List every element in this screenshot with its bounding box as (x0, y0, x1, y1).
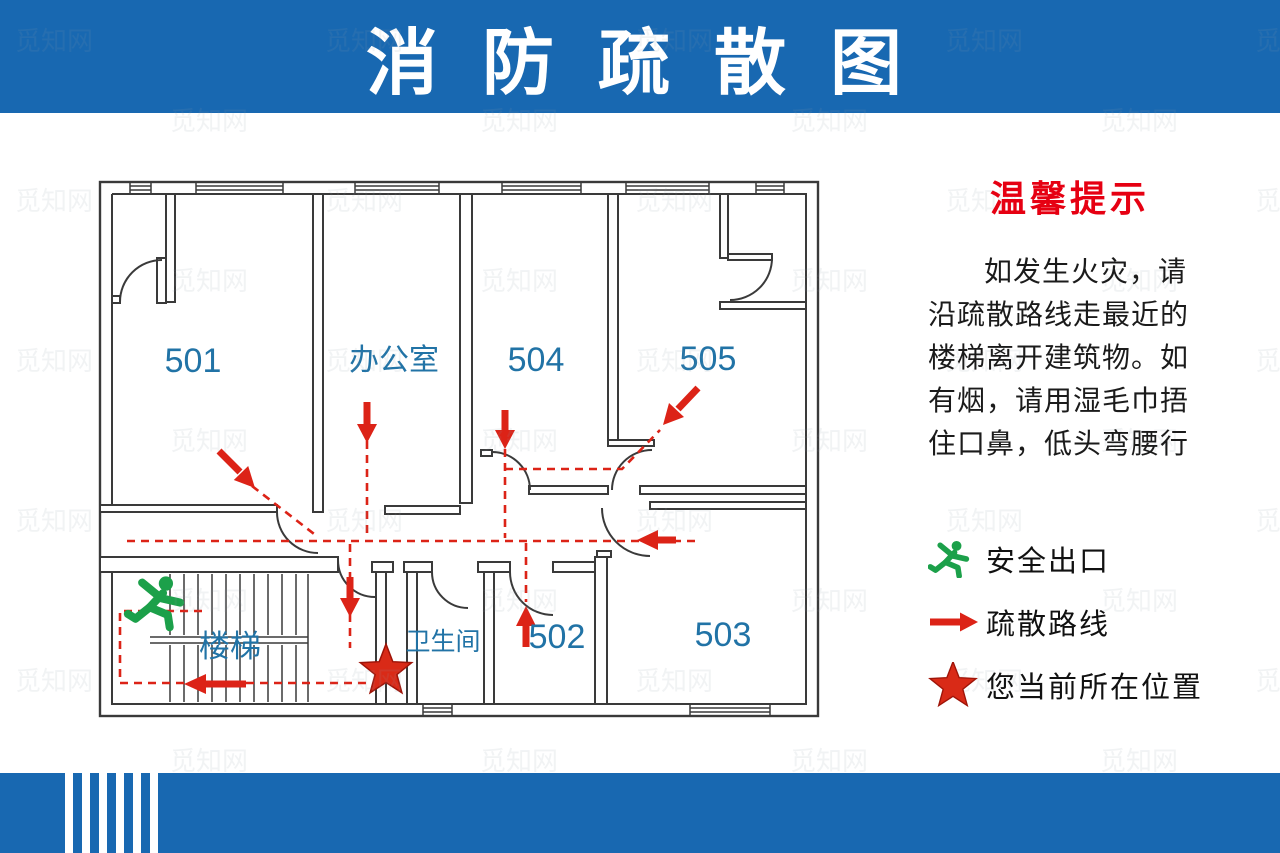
footer-band (0, 773, 1280, 853)
room-label-office: 办公室 (349, 344, 439, 377)
tips-paragraph: 如发生火灾，请 沿疏散路线走最近的 楼梯离开建筑物。如 有烟，请用湿毛巾捂 住口… (928, 250, 1212, 465)
footer-stripe (65, 773, 73, 853)
legend-label: 您当前所在位置 (986, 672, 1204, 704)
tip-line: 楼梯离开建筑物。如 (928, 342, 1190, 373)
tip-line: 沿疏散路线走最近的 (928, 299, 1190, 330)
legend-row-location: 您当前所在位置 (928, 662, 1212, 708)
tip-line: 如发生火灾，请 (984, 256, 1188, 287)
footer-stripe (82, 773, 90, 853)
room-label-502: 502 (529, 618, 586, 656)
tip-line: 住口鼻，低头弯腰行 (928, 428, 1190, 459)
legend-row-route: 疏散路线 (928, 600, 1212, 644)
exit-man-icon (928, 540, 986, 578)
legend-label: 疏散路线 (986, 609, 1111, 641)
room-label-505: 505 (680, 340, 737, 378)
room-label-501: 501 (165, 342, 222, 380)
tips-panel: 温馨提示 如发生火灾，请 沿疏散路线走最近的 楼梯离开建筑物。如 有烟，请用湿毛… (928, 170, 1212, 726)
footer-stripe (99, 773, 107, 853)
legend: 安全出口 疏散路线 您当前所在位置 (928, 537, 1212, 707)
legend-label: 安全出口 (986, 546, 1111, 578)
footer-stripe (133, 773, 141, 853)
exit-man-icon (128, 576, 180, 627)
room-label-restroom: 卫生间 (405, 628, 480, 656)
footer-stripe (116, 773, 124, 853)
route-arrow-icon (928, 611, 986, 633)
tip-line: 有烟，请用湿毛巾捂 (928, 385, 1190, 416)
legend-row-exit: 安全出口 (928, 537, 1212, 581)
tips-heading: 温馨提示 (989, 178, 1150, 219)
footer-stripe (150, 773, 158, 853)
location-star-icon (928, 662, 986, 708)
room-label-503: 503 (695, 616, 752, 654)
room-label-stairs: 楼梯 (199, 629, 261, 664)
room-label-504: 504 (508, 341, 565, 379)
